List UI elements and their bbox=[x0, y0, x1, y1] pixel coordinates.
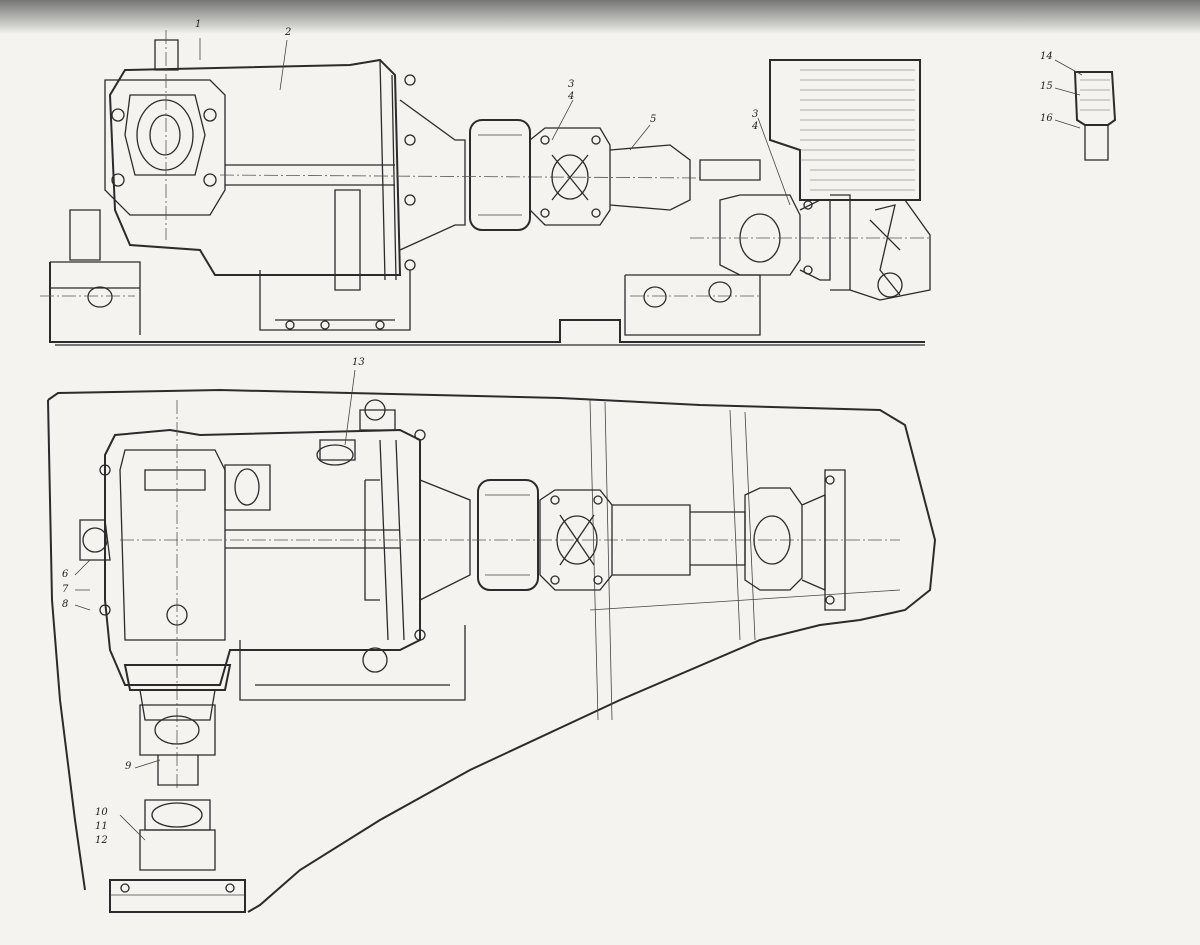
callout-8: 8 bbox=[62, 599, 69, 610]
scan-shadow-edge bbox=[0, 0, 1200, 34]
callout-12: 12 bbox=[95, 835, 108, 846]
elastic-coupling-top bbox=[219, 99, 701, 251]
frame-rail-top-view bbox=[40, 261, 925, 346]
callout-7: 7 bbox=[62, 584, 69, 595]
lower-output-shaft-plan bbox=[109, 664, 246, 913]
plan-view bbox=[47, 369, 937, 913]
frame-hole bbox=[708, 281, 732, 303]
callout-14: 14 bbox=[1040, 51, 1053, 62]
callout-16: 16 bbox=[1040, 113, 1053, 124]
bushing-detail bbox=[1054, 59, 1117, 161]
steering-gear-housing bbox=[69, 30, 416, 331]
callout-4-left: 4 bbox=[568, 91, 575, 102]
universal-joint-plan-right bbox=[690, 469, 846, 611]
universal-joint-top-left bbox=[529, 127, 691, 226]
callout-9: 9 bbox=[125, 761, 132, 772]
callout-13: 13 bbox=[352, 357, 365, 368]
side-elevation-view bbox=[40, 30, 931, 346]
callout-4-right: 4 bbox=[752, 121, 759, 132]
leader-lines-plan bbox=[74, 369, 356, 841]
gearbox-right-top bbox=[690, 59, 931, 301]
universal-joint-plan-left bbox=[539, 489, 691, 591]
elastic-coupling-plan bbox=[120, 479, 900, 601]
frame-outline-plan bbox=[47, 388, 937, 913]
steering-gear-housing-plan bbox=[79, 399, 466, 790]
frame-hole bbox=[87, 286, 113, 308]
callout-6: 6 bbox=[62, 569, 69, 580]
leader-lines-top bbox=[199, 38, 791, 206]
callout-10: 10 bbox=[95, 807, 108, 818]
callout-15: 15 bbox=[1040, 81, 1053, 92]
callout-11: 11 bbox=[95, 821, 108, 832]
frame-hole bbox=[643, 286, 667, 308]
callout-3-right: 3 bbox=[752, 109, 759, 120]
callout-2: 2 bbox=[285, 27, 292, 38]
callout-3-left: 3 bbox=[568, 79, 575, 90]
callout-1: 1 bbox=[195, 19, 202, 30]
callout-5: 5 bbox=[650, 114, 657, 125]
